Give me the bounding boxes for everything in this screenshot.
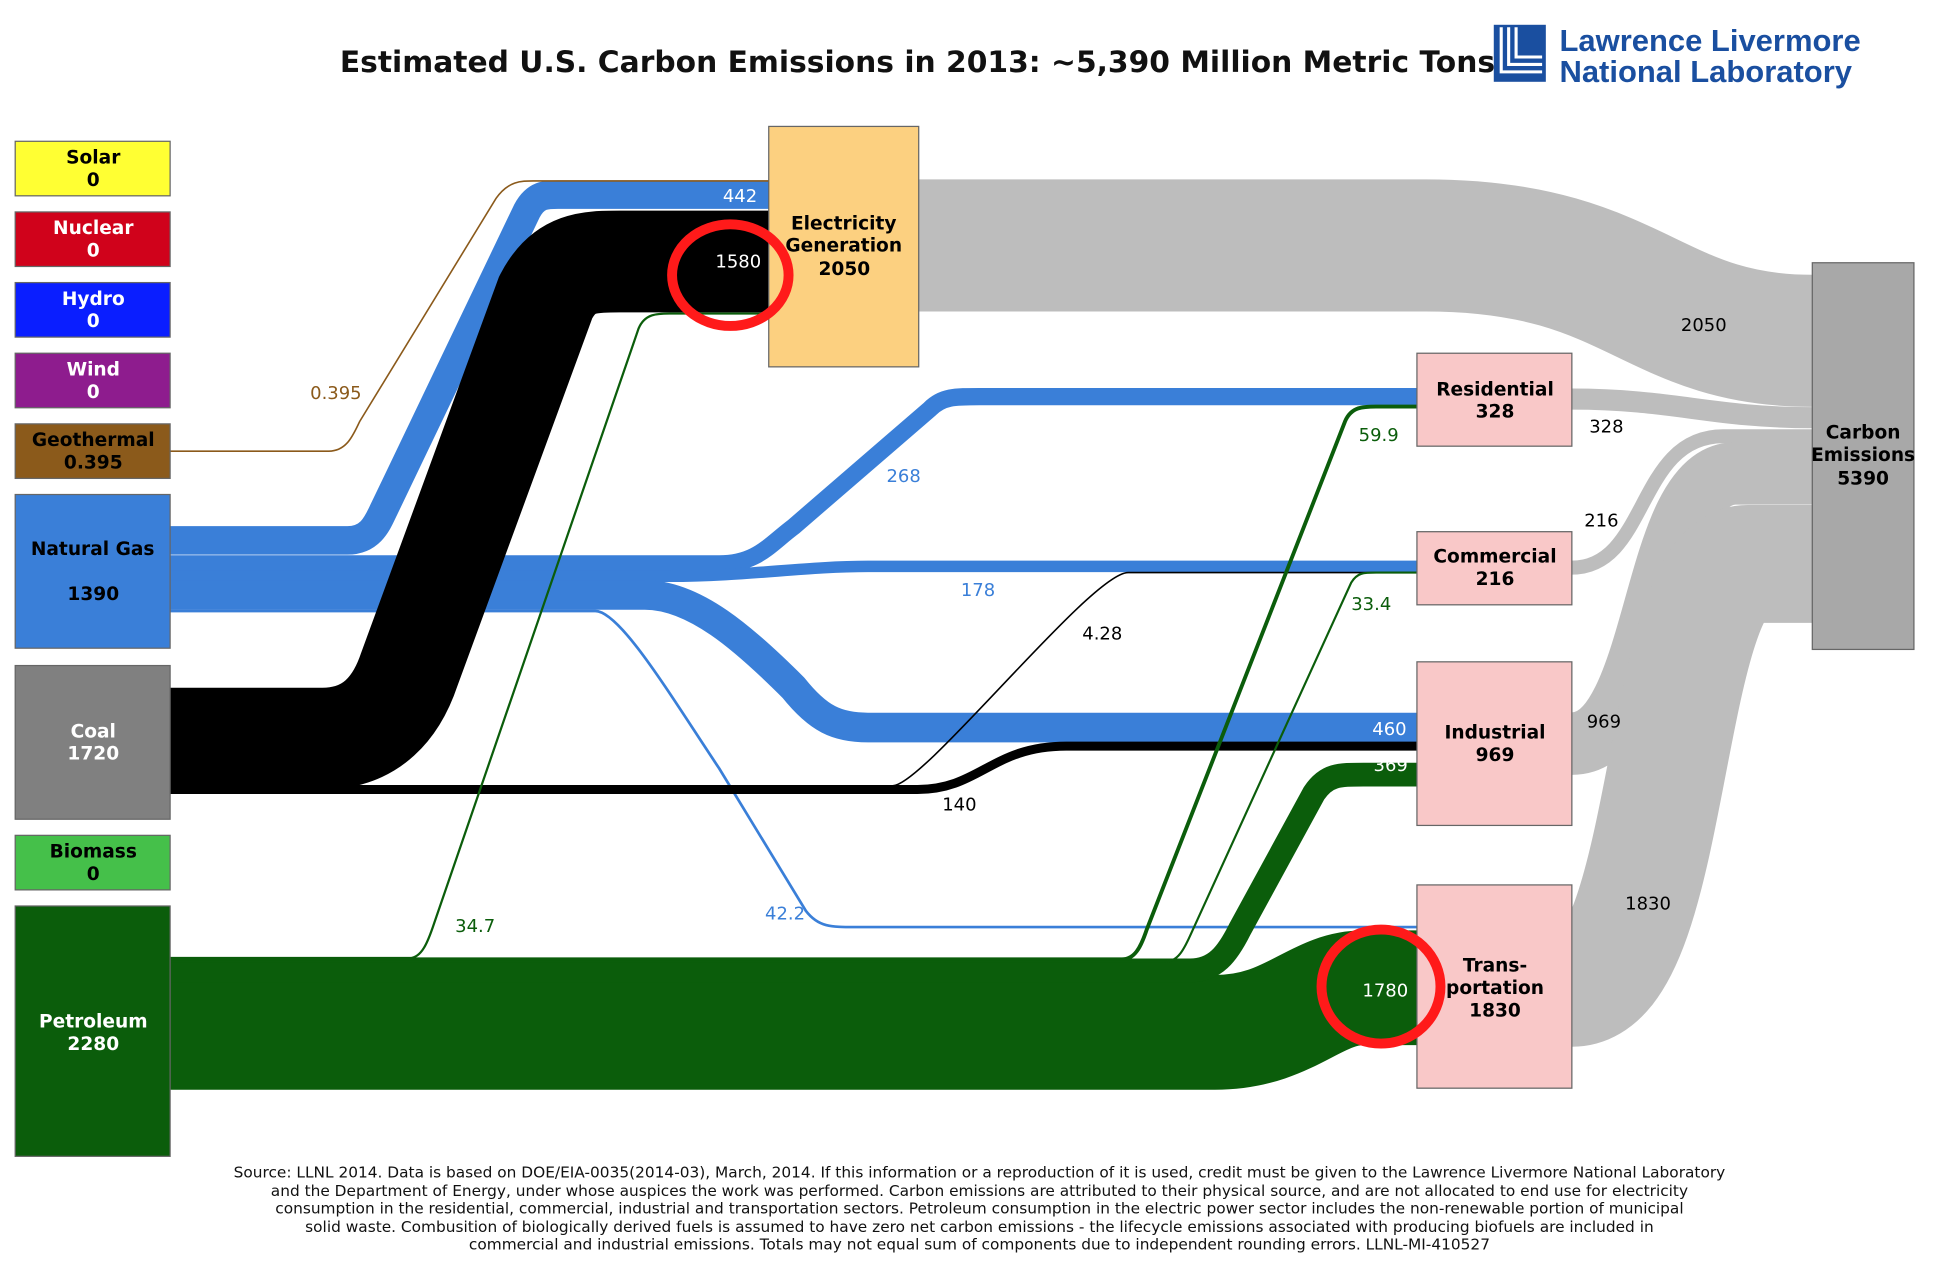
label-1580: 1580 <box>715 252 761 273</box>
svg-text:0: 0 <box>87 241 100 262</box>
flow-coal-ind <box>170 741 1417 794</box>
svg-text:0: 0 <box>87 170 100 191</box>
flow-com-carbon <box>1571 429 1813 575</box>
svg-text:Geothermal: Geothermal <box>32 430 155 451</box>
sector-nodes: Electricity Generation 2050 Residential3… <box>768 125 1916 1089</box>
flows <box>170 179 1814 1090</box>
node-carbon-emissions: Carbon Emissions 5390 <box>1811 262 1916 651</box>
label-33-4: 33.4 <box>1351 594 1391 615</box>
node-transportation-name: Trans-portation <box>1446 955 1544 999</box>
flow-coal-com <box>170 571 1417 787</box>
svg-text:0: 0 <box>87 311 100 332</box>
svg-text:1720: 1720 <box>67 744 119 765</box>
svg-text:National Laboratory: National Laboratory <box>1559 54 1852 89</box>
svg-text:0: 0 <box>87 382 100 403</box>
svg-text:Wind: Wind <box>67 360 120 381</box>
svg-text:Lawrence Livermore: Lawrence Livermore <box>1559 23 1860 58</box>
label-1780: 1780 <box>1362 980 1408 1001</box>
label-140: 140 <box>942 795 976 816</box>
label-0395: 0.395 <box>310 383 361 404</box>
svg-text:1830: 1830 <box>1469 1000 1521 1021</box>
label-216: 216 <box>1584 511 1618 532</box>
label-969: 969 <box>1587 712 1621 733</box>
svg-text:Coal: Coal <box>71 721 116 742</box>
flow-elec-carbon <box>918 179 1814 407</box>
node-electricity-name: Electricity Generation <box>785 213 903 256</box>
svg-text:consumption in the residential: consumption in the residential, commerci… <box>275 1199 1683 1217</box>
svg-text:328: 328 <box>1476 402 1515 423</box>
svg-text:solid waste. Combusition of b: solid waste. Combusition of biologically… <box>305 1218 1654 1236</box>
flow-coal-elec <box>170 210 769 790</box>
label-369: 369 <box>1374 755 1408 776</box>
flow-gas-ind <box>170 580 1417 743</box>
svg-text:Commercial: Commercial <box>1433 547 1556 568</box>
flow-labels: 442 1580 0.395 34.7 268 178 460 42.2 4.2… <box>310 186 1726 1001</box>
label-42-2: 42.2 <box>765 904 805 925</box>
llnl-logo: Lawrence Livermore National Laboratory <box>1493 23 1861 89</box>
flow-pet-trans <box>170 930 1417 1090</box>
label-4-28: 4.28 <box>1082 624 1122 645</box>
flow-gas-com <box>170 560 1417 583</box>
svg-text:Nuclear: Nuclear <box>53 218 134 239</box>
label-178: 178 <box>961 580 995 601</box>
flow-geo-elec <box>170 180 769 452</box>
node-carbon-emissions-name: Carbon Emissions <box>1811 422 1916 466</box>
svg-text:216: 216 <box>1476 569 1515 590</box>
flow-trans-carbon <box>1553 504 1813 1047</box>
node-transportation: Trans-portation 1830 <box>1416 884 1573 1089</box>
label-268: 268 <box>886 466 920 487</box>
flow-pet-elec <box>170 312 769 960</box>
flow-gas-trans <box>170 609 1417 929</box>
svg-text:2050: 2050 <box>818 259 870 280</box>
flow-pet-ind <box>170 762 1417 983</box>
footer-note: Source: LLNL 2014. Data is based on DOE/… <box>234 1163 1726 1253</box>
svg-text:Petroleum: Petroleum <box>39 1011 148 1032</box>
svg-text:commercial and industrial emis: commercial and industrial emissions. Tot… <box>469 1235 1490 1253</box>
svg-text:5390: 5390 <box>1837 469 1889 490</box>
label-460: 460 <box>1372 719 1406 740</box>
svg-text:0.395: 0.395 <box>64 452 123 473</box>
svg-text:Hydro: Hydro <box>62 289 125 310</box>
svg-text:Biomass: Biomass <box>50 842 137 863</box>
label-1830: 1830 <box>1625 894 1671 915</box>
label-2050: 2050 <box>1681 315 1727 336</box>
highlight-circle-1580 <box>667 219 794 331</box>
node-natural-gas: Natural Gas 1390 <box>14 493 171 649</box>
svg-text:and the Department of Energy,: and the Department of Energy, under whos… <box>271 1182 1688 1200</box>
highlight-circle-1780 <box>1316 924 1446 1049</box>
label-34-7: 34.7 <box>455 916 495 937</box>
chart-title: Estimated U.S. Carbon Emissions in 2013:… <box>340 45 1495 80</box>
svg-text:0: 0 <box>87 864 100 885</box>
label-59-9: 59.9 <box>1359 425 1399 446</box>
label-328: 328 <box>1589 417 1623 438</box>
node-natural-gas-name: Natural Gas <box>30 539 155 561</box>
svg-text:969: 969 <box>1476 745 1515 766</box>
label-442: 442 <box>723 186 757 207</box>
flow-pet-com <box>170 571 1417 963</box>
flow-pet-res <box>170 404 1417 962</box>
svg-text:1390: 1390 <box>67 584 119 605</box>
svg-text:Industrial: Industrial <box>1444 723 1545 744</box>
svg-text:Solar: Solar <box>66 148 121 169</box>
svg-text:Source: LLNL 2014. Data is bas: Source: LLNL 2014. Data is based on DOE/… <box>234 1163 1726 1181</box>
svg-text:2280: 2280 <box>67 1034 119 1055</box>
svg-text:Residential: Residential <box>1436 379 1554 400</box>
flow-gas-elec <box>170 180 769 555</box>
node-electricity: Electricity Generation 2050 <box>768 125 920 368</box>
flow-res-carbon <box>1571 388 1813 429</box>
flow-gas-res <box>170 387 1417 573</box>
